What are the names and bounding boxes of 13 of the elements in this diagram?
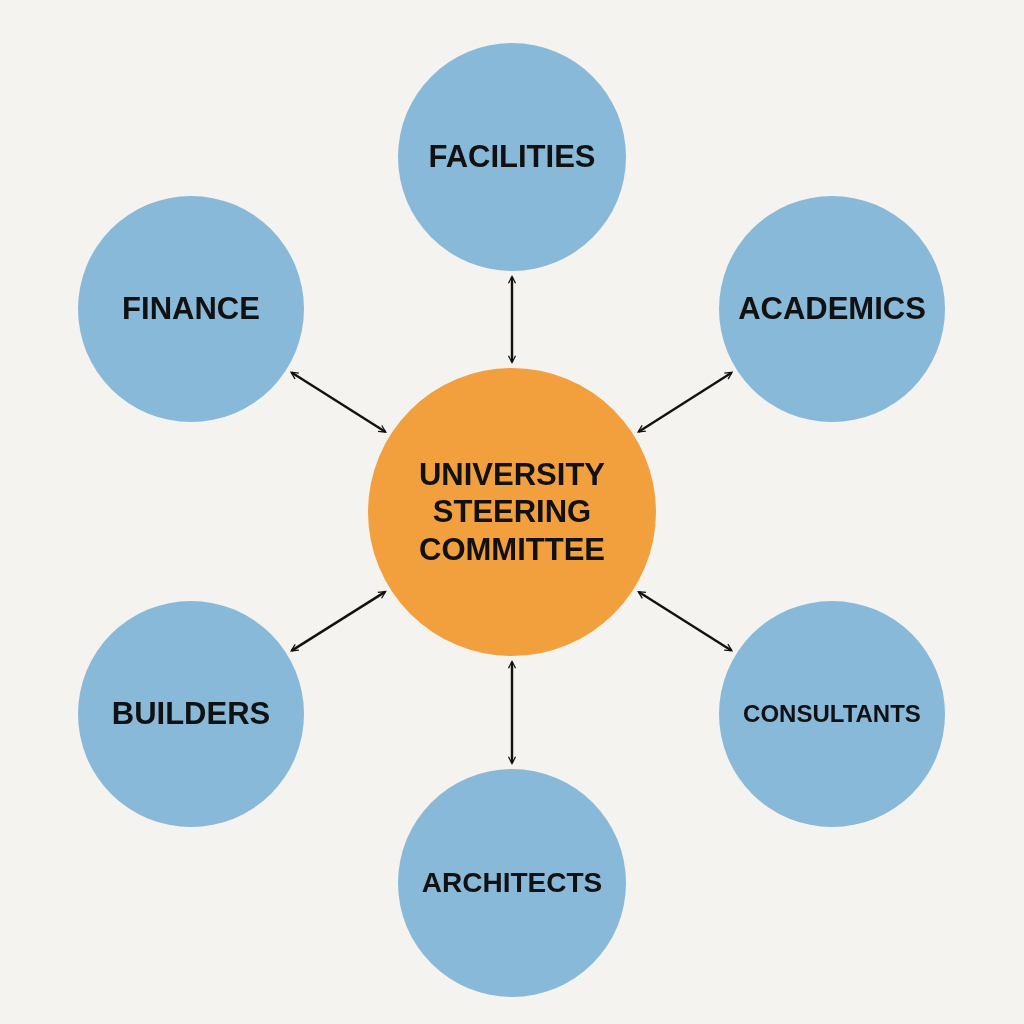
double-arrow	[637, 371, 733, 433]
node-label: CONSULTANTS	[742, 699, 922, 729]
double-arrow	[290, 590, 387, 652]
node-label: FINANCE	[121, 290, 261, 328]
double-arrow	[507, 660, 517, 765]
node-label: UNIVERSITY STEERING COMMITTEE	[418, 456, 606, 568]
double-arrow	[290, 371, 387, 433]
double-arrow	[507, 275, 517, 364]
node-label: BUILDERS	[110, 695, 272, 733]
node-label: ACADEMICS	[737, 290, 927, 328]
node-label: FACILITIES	[427, 138, 597, 176]
node-label: ARCHITECTS	[420, 866, 604, 900]
double-arrow	[637, 591, 733, 652]
